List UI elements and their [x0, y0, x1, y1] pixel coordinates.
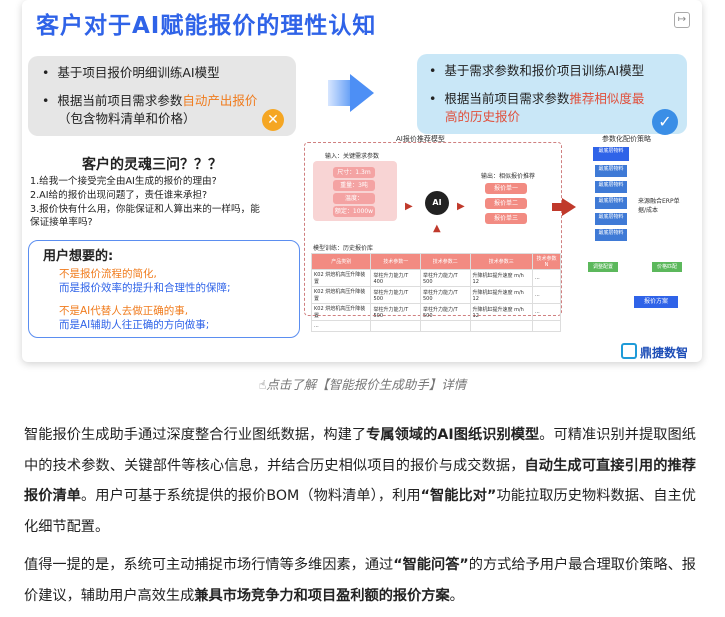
- history-table: 产品类别 技术参数一 技术参数二 技术参数三 技术参数N K02 烘焙机高压升降…: [310, 253, 562, 332]
- wants-line-1: 不是报价流程的简化,: [59, 268, 157, 280]
- table-cell: 举柱升力能力/T 500: [420, 269, 471, 287]
- param-item: 最底层物料: [592, 146, 630, 162]
- input-panel: 尺寸：1.3m 重量：3吨 温度：1000°C/h 额定：1000w: [313, 161, 397, 221]
- right-box-line-3: 高的历史报价: [445, 109, 521, 124]
- table-cell: ...: [531, 269, 562, 287]
- ai-icon: AI: [425, 191, 449, 215]
- adjust-config-chip: 调整配置: [588, 262, 618, 272]
- param-strategy: 最底层物料 最底层物料 最底层物料 最底层物料 最底层物料 最底层物料 来源融合…: [578, 142, 690, 292]
- arrow-right-icon-tail: [328, 80, 350, 106]
- table-cell: 举柱升力能力/T 400: [370, 269, 421, 287]
- table-header: 技术参数N: [531, 253, 562, 270]
- table-cell: 升降机缸提升速度 m/h 12: [469, 303, 533, 321]
- brand-logo: 鼎捷数智: [620, 343, 688, 361]
- slide-image[interactable]: 客户对于AI赋能报价的理性认知 ↦ • 基于项目报价明细训练AI模型 • 根据当…: [22, 0, 702, 362]
- table-cell: 举柱升力能力/T 500: [370, 303, 421, 321]
- diagram-title: AI报价推荐模型: [396, 135, 445, 143]
- table-cell: ...: [531, 303, 562, 321]
- table-cell: K02 烘焙机高压升降装置: [310, 303, 372, 321]
- soul-question-3b: 保证接单率吗?: [30, 217, 93, 228]
- table-header: 技术参数一: [370, 253, 421, 270]
- soul-question-2: 2.AI给的报价出现问题了，责任谁来承担?: [30, 190, 208, 201]
- wants-line-2: 而是报价效率的提升和合理性的保障;: [59, 282, 231, 294]
- table-header: 技术参数二: [420, 253, 471, 270]
- param-item: 最底层物料: [594, 196, 628, 210]
- output-chip: 报价单一: [485, 183, 527, 194]
- paragraph-2: 值得一提的是，系统可主动捕捉市场行情等多维因素，通过“智能问答”的方式给予用户最…: [24, 557, 696, 604]
- right-approach-box: • 基于需求参数和报价项目训练AI模型 • 根据当前项目需求参数推荐相似度最 高…: [417, 54, 687, 134]
- input-chip: 重量：3吨: [333, 180, 375, 191]
- param-item: 最底层物料: [594, 164, 628, 178]
- wants-line-4: 而是AI辅助人往正确的方向做事;: [59, 319, 210, 331]
- table-cell: [370, 320, 421, 332]
- soul-question-1: 1.给我一个接受完全由AI生成的报价的理由?: [30, 176, 217, 187]
- quote-plan-chip: 报价方案: [634, 296, 678, 308]
- table-header: 技术参数三: [469, 253, 533, 270]
- left-box-line-2: • 根据当前项目需求参数自动产出报价: [42, 93, 258, 108]
- cross-icon: ✕: [262, 109, 284, 131]
- brand-icon: [620, 343, 637, 359]
- history-label: 模型训练：历史报价库: [313, 245, 374, 252]
- left-box-line-3: （包含物料清单和价格）: [58, 111, 196, 126]
- user-wants-box: 用户想要的: 不是报价流程的简化, 而是报价效率的提升和合理性的保障; 不是AI…: [28, 240, 300, 338]
- arrow-right-icon: ▶: [405, 201, 413, 212]
- detail-link[interactable]: ☝点击了解【智能报价生成助手】详情: [258, 377, 467, 392]
- param-item: 最底层物料: [594, 228, 628, 242]
- table-row: ...: [310, 320, 562, 332]
- right-box-line-1: • 基于需求参数和报价项目训练AI模型: [429, 63, 645, 78]
- paragraph-1: 智能报价生成助手通过深度整合行业图纸数据，构建了专属领域的AI图纸识别模型。可精…: [24, 427, 696, 535]
- price-match-chip: 价格匹配: [652, 262, 682, 272]
- table-row: K02 烘焙机高压升降装置 举柱升力能力/T 500 举柱升力能力/T 500 …: [310, 303, 562, 321]
- table-cell: K02 烘焙机高压升降装置: [310, 286, 372, 304]
- left-approach-box: • 基于项目报价明细训练AI模型 • 根据当前项目需求参数自动产出报价 （包含物…: [28, 56, 296, 136]
- input-chip: 尺寸：1.3m: [333, 167, 375, 178]
- output-label: 输出：相似报价推荐: [481, 173, 536, 180]
- erp-source-text: 来源融合ERP单据/成本: [638, 198, 680, 214]
- input-chip: 温度：1000°C/h: [333, 193, 375, 213]
- table-cell: 升降机缸提升速度 m/h 12: [469, 286, 533, 304]
- table-cell: 举柱升力能力/T 500: [420, 286, 471, 304]
- arrow-right-icon: [562, 198, 576, 216]
- input-label: 输入：关键需求参数: [325, 153, 380, 160]
- param-title: 参数化配价策略: [602, 135, 651, 143]
- left-box-line-1: • 基于项目报价明细训练AI模型: [42, 65, 220, 80]
- user-wants-title: 用户想要的:: [43, 249, 114, 264]
- table-row: K02 烘焙机高压升降装置 举柱升力能力/T 400 举柱升力能力/T 500 …: [310, 269, 562, 287]
- soul-question-3a: 3.报价快有什么用，你能保证和人算出来的一样吗，能: [30, 204, 260, 215]
- table-cell: [469, 320, 533, 332]
- table-cell: 举柱升力能力/T 500: [370, 286, 421, 304]
- table-cell: ...: [531, 286, 562, 304]
- input-chip: 额定：1000w: [333, 206, 375, 217]
- wants-line-3: 不是AI代替人去做正确的事,: [59, 305, 189, 317]
- slide-title: 客户对于AI赋能报价的理性认知: [36, 13, 377, 39]
- check-icon: ✓: [652, 109, 678, 135]
- table-cell: ...: [310, 320, 372, 332]
- table-cell: K02 烘焙机高压升降装置: [310, 269, 372, 287]
- param-item: 最底层物料: [594, 180, 628, 194]
- arrow-right-icon: ▶: [457, 201, 465, 212]
- arrow-right-icon-tail: [552, 203, 562, 211]
- table-row: K02 烘焙机高压升降装置 举柱升力能力/T 500 举柱升力能力/T 500 …: [310, 286, 562, 304]
- arrow-up-icon: ▲: [433, 223, 441, 234]
- arrow-right-icon: [350, 74, 374, 112]
- table-cell: 举柱升力能力/T 500: [420, 303, 471, 321]
- output-chip: 报价单三: [485, 213, 527, 224]
- exit-icon[interactable]: ↦: [674, 12, 690, 28]
- table-header: 产品类别: [310, 253, 372, 270]
- soul-title: 客户的灵魂三问？？？: [82, 157, 222, 173]
- right-box-line-2: • 根据当前项目需求参数推荐相似度最: [429, 91, 645, 106]
- param-item: 最底层物料: [594, 212, 628, 226]
- table-cell: [420, 320, 471, 332]
- table-cell: 升降机缸提升速度 m/h 12: [469, 269, 533, 287]
- output-chip: 报价单二: [485, 198, 527, 209]
- table-cell: [531, 320, 562, 332]
- ai-recommend-diagram: 输入：关键需求参数 尺寸：1.3m 重量：3吨 温度：1000°C/h 额定：1…: [304, 142, 562, 332]
